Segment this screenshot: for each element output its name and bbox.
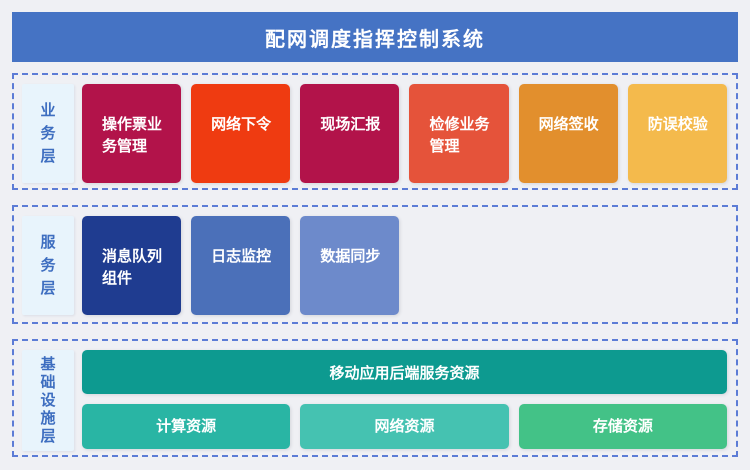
infrastructure-layer-label: 基础设施层 <box>22 350 74 451</box>
box-field-reporting: 现场汇报 <box>300 84 400 183</box>
box-operation-ticket-management: 操作票业 务管理 <box>82 84 182 183</box>
box-mobile-backend-service-resources: 移动应用后端服务资源 <box>82 350 727 394</box>
box-network-sign-off: 网络签收 <box>518 84 618 183</box>
infrastructure-layer-boxes: 移动应用后端服务资源 计算资源 网络资源 存储资源 <box>82 350 727 449</box>
layer-label-text: 基础设施层 <box>40 355 56 445</box>
box-message-queue-component: 消息队列 组件 <box>82 216 182 315</box>
box-log-monitoring: 日志监控 <box>191 216 291 315</box>
box-network-resources: 网络资源 <box>300 404 509 449</box>
infrastructure-resource-row: 计算资源 网络资源 存储资源 <box>82 404 727 449</box>
system-title-bar: 配网调度指挥控制系统 <box>12 12 738 62</box>
service-layer-section: 服务层 消息队列 组件 日志监控 数据同步 <box>12 205 738 324</box>
layer-label-text: 业务层 <box>40 102 56 165</box>
infrastructure-layer-section: 基础设施层 移动应用后端服务资源 计算资源 网络资源 存储资源 <box>12 339 738 457</box>
box-computing-resources: 计算资源 <box>82 404 291 449</box>
layer-label-text: 服务层 <box>40 234 56 297</box>
business-layer-section: 业务层 操作票业 务管理 网络下令 现场汇报 检修业务 管理 网络签收 防误校验 <box>12 73 738 190</box>
business-layer-boxes: 操作票业 务管理 网络下令 现场汇报 检修业务 管理 网络签收 防误校验 <box>82 84 727 183</box>
box-network-ordering: 网络下令 <box>191 84 291 183</box>
box-storage-resources: 存储资源 <box>518 404 727 449</box>
business-layer-label: 业务层 <box>22 84 74 183</box>
page-title: 配网调度指挥控制系统 <box>265 28 485 51</box>
box-maintenance-management: 检修业务 管理 <box>409 84 509 183</box>
service-layer-boxes: 消息队列 组件 日志监控 数据同步 <box>82 216 727 315</box>
box-data-sync: 数据同步 <box>300 216 400 315</box>
service-layer-label: 服务层 <box>22 216 74 315</box>
box-error-prevention-check: 防误校验 <box>627 84 727 183</box>
